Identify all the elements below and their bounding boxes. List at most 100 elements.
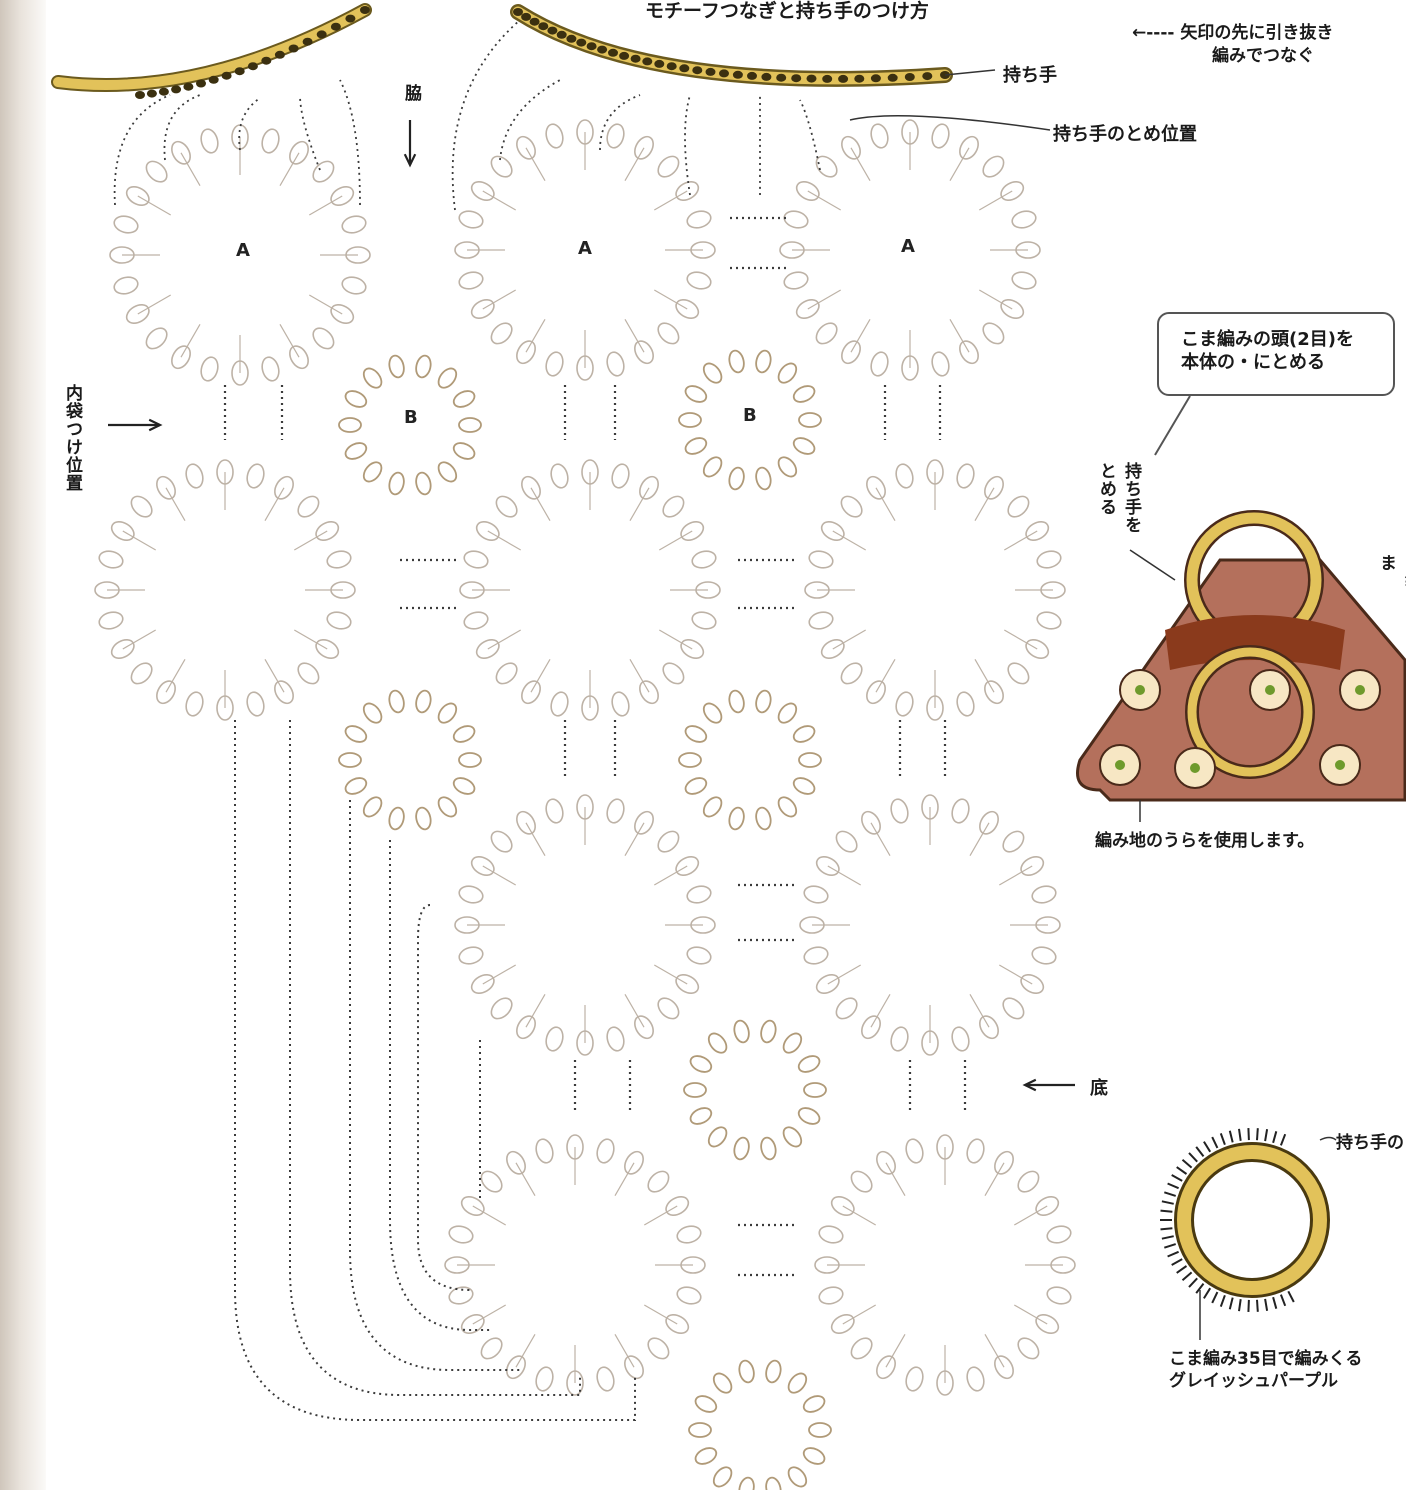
handle-bead (838, 75, 848, 83)
handle-bead (303, 38, 313, 46)
callout-line-1: こま編みの頭(2目)を (1181, 328, 1385, 351)
handle-bead (222, 72, 232, 80)
motif-a-2: A (578, 238, 592, 259)
ring-stitch (1239, 1129, 1241, 1141)
legend-line-1: ←---- 矢印の先に引き抜き (1132, 18, 1333, 43)
ring-stitch (1288, 1291, 1294, 1302)
ring-stitch (1257, 1300, 1258, 1312)
ring-handle (1184, 1152, 1320, 1288)
ring-stitch (1168, 1252, 1179, 1257)
motif-small (679, 689, 821, 831)
motif-large (800, 795, 1060, 1055)
ring-stitch (1161, 1211, 1173, 1212)
handle-bead (679, 64, 689, 72)
handle-bead (822, 75, 832, 83)
handle-bead (854, 75, 864, 83)
ring-stitch (1281, 1134, 1285, 1145)
handle-attach-label: 持ち手をとめる (1094, 462, 1144, 542)
ring-note-line-2: グレイッシュパープル (1169, 1366, 1338, 1391)
ring-stitch (1183, 1160, 1192, 1168)
handle-bead (248, 62, 258, 70)
ring-stitch (1164, 1244, 1175, 1248)
handle-bead (706, 68, 716, 76)
ring-stitch (1189, 1278, 1197, 1287)
ring-stitch (1162, 1201, 1174, 1204)
ring-stitch (1248, 1128, 1249, 1140)
handle-bead (275, 51, 285, 59)
motif-small (689, 1359, 831, 1490)
handle-join-line (300, 95, 320, 170)
ring-stitch (1281, 1295, 1285, 1306)
handle-bead (631, 55, 641, 63)
handle-bead (597, 46, 607, 54)
callout-box: こま編みの頭(2目)を 本体の・にとめる (1157, 312, 1395, 396)
handle-bead (196, 80, 206, 88)
ring-stitch (1196, 1147, 1203, 1157)
handle-bead (747, 72, 757, 80)
handle-bead (345, 15, 355, 23)
handle-bead (171, 85, 181, 93)
handle-bead (135, 91, 145, 99)
handle-join-line (164, 95, 200, 160)
ring-stitch (1161, 1228, 1173, 1229)
handle-bead (888, 74, 898, 82)
handle-join-line (239, 98, 260, 150)
motif-large (455, 795, 715, 1055)
handle-bead (871, 74, 881, 82)
handle-bead (547, 27, 557, 35)
ring-stitch (1273, 1297, 1276, 1309)
ring-stitch (1221, 1295, 1225, 1306)
ring-stitch (1162, 1236, 1174, 1239)
handle-stop-label: 持ち手のとめ位置 (1053, 120, 1197, 146)
handle-join-line (453, 20, 520, 210)
ring-stitch (1212, 1292, 1217, 1303)
ring-stitch (1212, 1137, 1217, 1148)
handle-bead (719, 69, 729, 77)
legend-line-2: 編みでつなぐ (1212, 41, 1314, 66)
motif-small (684, 1019, 826, 1161)
handle-label: 持ち手 (1003, 61, 1057, 87)
inner-bag-line (350, 800, 520, 1370)
handle-bead (147, 90, 157, 98)
ring-stitch (1230, 1298, 1233, 1310)
handle-bead (761, 73, 771, 81)
ring-stitch (1221, 1133, 1225, 1144)
callout-tail (1155, 396, 1190, 455)
inner-bag-line (290, 720, 580, 1395)
ring-stitch (1239, 1299, 1241, 1311)
handle-bead (566, 35, 576, 43)
handle-bead (667, 62, 677, 70)
handle-left (58, 10, 365, 85)
bottom-label: 底 (1090, 1074, 1108, 1100)
leader-handle-attach (1130, 550, 1175, 580)
ring-stitch (1204, 1288, 1210, 1298)
handle-bead (331, 23, 341, 31)
handle-bead (317, 30, 327, 38)
fabric-back-note: 編み地のうらを使用します。 (1095, 826, 1314, 851)
inner-bag-partial-label: 内袋 ま (1374, 554, 1406, 602)
bag-motif-center (1355, 685, 1365, 695)
handle-bead (159, 88, 169, 96)
leader-handle-stop (850, 116, 1050, 130)
side-label: 脇 (399, 84, 424, 102)
ring-stitch (1172, 1175, 1183, 1181)
handle-bead (791, 74, 801, 82)
motif-large (460, 460, 720, 720)
handle-join-line (340, 80, 360, 205)
handle-bead (576, 39, 586, 47)
motif-large (815, 1135, 1075, 1395)
ring-stitch (1265, 1299, 1267, 1311)
motif-b-1: B (404, 407, 418, 428)
handle-bead (922, 72, 932, 80)
handle-bead (513, 8, 523, 16)
ring-stitch (1172, 1259, 1183, 1265)
ring-stitch (1168, 1184, 1179, 1189)
handle-bead (235, 67, 245, 75)
handle-bead (692, 66, 702, 74)
bag-motif-center (1190, 763, 1200, 773)
ring-stitch (1257, 1128, 1258, 1140)
handle-bead (289, 45, 299, 53)
bag-motif-center (1135, 685, 1145, 695)
ring-stitch (1177, 1266, 1187, 1273)
